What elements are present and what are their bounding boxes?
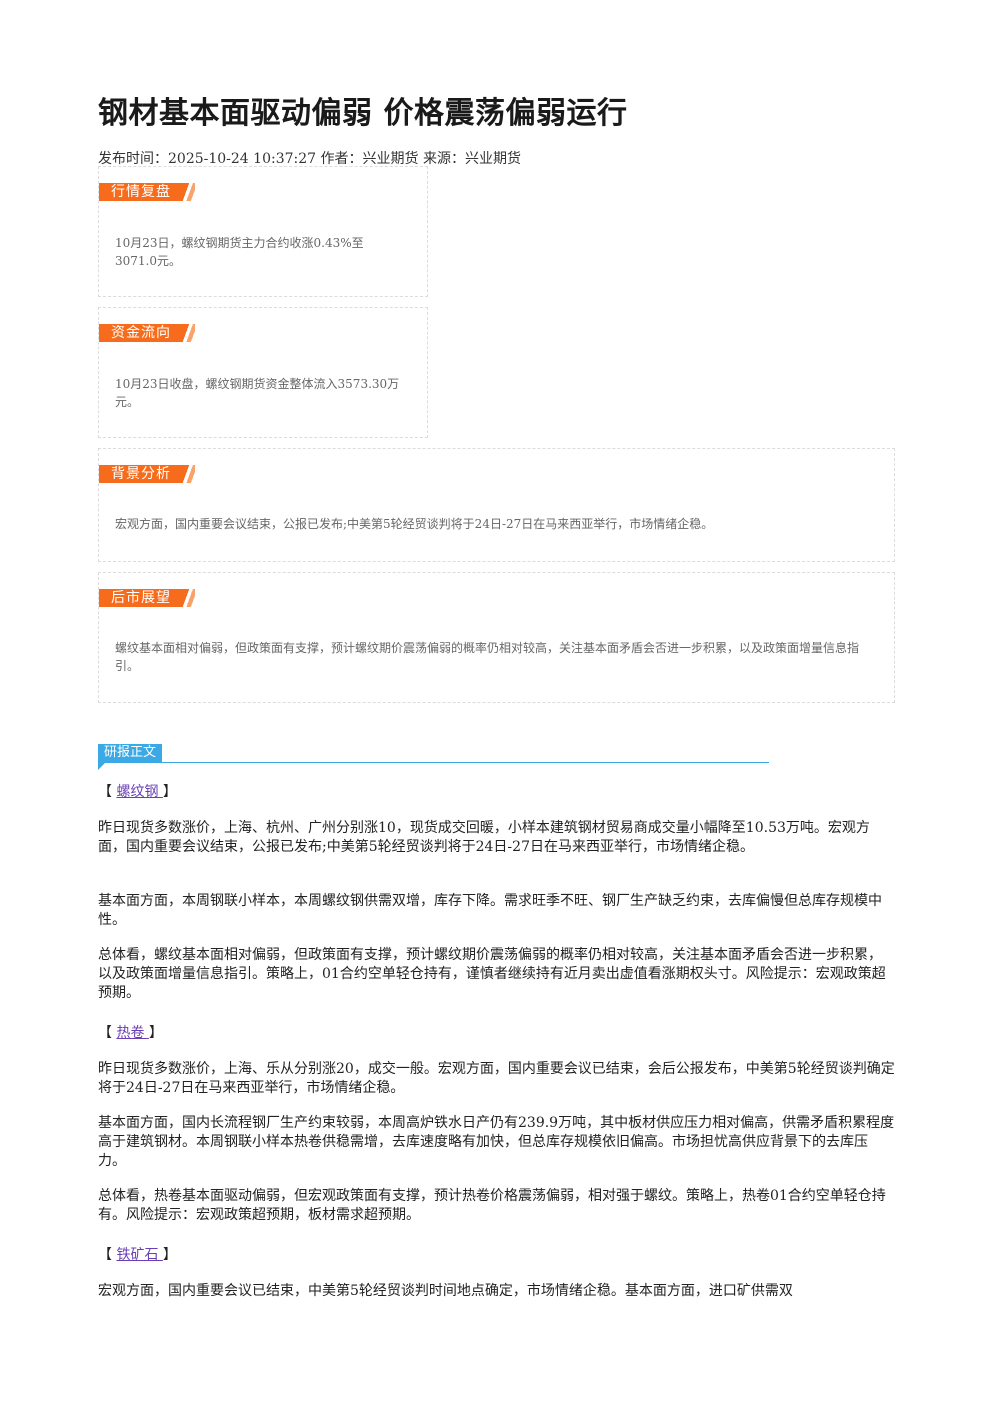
paragraph: 总体看，螺纹基本面相对偏弱，但政策面有支撑，预计螺纹期价震荡偏弱的概率仍相对较高… bbox=[98, 947, 886, 1001]
paragraph: 基本面方面，本周钢联小样本，本周螺纹钢供需双增，库存下降。需求旺季不旺、钢厂生产… bbox=[98, 893, 882, 928]
paragraph: 宏观方面，国内重要会议已结束，中美第5轮经贸谈判时间地点确定，市场情绪企稳。基本… bbox=[98, 1283, 793, 1299]
summary-text: 10月23日，螺纹钢期货主力合约收涨0.43%至3071.0元。 bbox=[115, 236, 364, 268]
bracket-open: 【 bbox=[98, 1025, 117, 1041]
summary-text: 螺纹基本面相对偏弱，但政策面有支撑，预计螺纹期价震荡偏弱的概率仍相对较高，关注基… bbox=[115, 641, 860, 673]
bracket-close: 】 bbox=[162, 1247, 177, 1263]
section-tag: 后市展望 bbox=[99, 589, 195, 607]
section-tag: 背景分析 bbox=[99, 465, 195, 483]
summary-box-outlook: 后市展望 螺纹基本面相对偏弱，但政策面有支撑，预计螺纹期价震荡偏弱的概率仍相对较… bbox=[98, 572, 895, 703]
paragraph: 总体看，热卷基本面驱动偏弱，但宏观政策面有支撑，预计热卷价格震荡偏弱，相对强于螺… bbox=[98, 1188, 886, 1223]
section-heading-hrc: 【 热卷 】 bbox=[98, 1022, 163, 1042]
bracket-open: 【 bbox=[98, 784, 117, 800]
bracket-open: 【 bbox=[98, 1247, 117, 1263]
report-divider bbox=[98, 762, 769, 763]
link-hrc[interactable]: 热卷 bbox=[116, 1025, 149, 1041]
summary-box-background: 背景分析 宏观方面，国内重要会议结束，公报已发布;中美第5轮经贸谈判将于24日-… bbox=[98, 448, 895, 562]
summary-box-capital: 资金流向 10月23日收盘，螺纹钢期货资金整体流入3573.30万元。 bbox=[98, 307, 428, 438]
link-rebar[interactable]: 螺纹钢 bbox=[116, 784, 163, 800]
section-heading-rebar: 【 螺纹钢 】 bbox=[98, 781, 177, 801]
report-body-tag: 研报正文 bbox=[98, 744, 163, 762]
paragraph: 昨日现货多数涨价，上海、乐从分别涨20，成交一般。宏观方面，国内重要会议已结束，… bbox=[98, 1061, 895, 1096]
summary-text: 宏观方面，国内重要会议结束，公报已发布;中美第5轮经贸谈判将于24日-27日在马… bbox=[115, 517, 714, 531]
section-tag: 行情复盘 bbox=[99, 183, 195, 201]
section-tag: 资金流向 bbox=[99, 324, 195, 342]
bracket-close: 】 bbox=[148, 1025, 163, 1041]
page-title: 钢材基本面驱动偏弱 价格震荡偏弱运行 bbox=[98, 96, 628, 131]
article-meta: 发布时间：2025-10-24 10:37:27 作者：兴业期货 来源：兴业期货 bbox=[98, 151, 521, 167]
report-divider-corner bbox=[98, 762, 106, 770]
bracket-close: 】 bbox=[162, 784, 177, 800]
paragraph: 昨日现货多数涨价，上海、杭州、广州分别涨10，现货成交回暖，小样本建筑钢材贸易商… bbox=[98, 820, 870, 855]
paragraph: 基本面方面，国内长流程钢厂生产约束较弱，本周高炉铁水日产仍有239.9万吨，其中… bbox=[98, 1115, 895, 1169]
section-heading-iron-ore: 【 铁矿石 】 bbox=[98, 1244, 177, 1264]
link-iron-ore[interactable]: 铁矿石 bbox=[116, 1247, 163, 1263]
summary-box-market: 行情复盘 10月23日，螺纹钢期货主力合约收涨0.43%至3071.0元。 bbox=[98, 166, 428, 297]
summary-text: 10月23日收盘，螺纹钢期货资金整体流入3573.30万元。 bbox=[115, 377, 400, 409]
